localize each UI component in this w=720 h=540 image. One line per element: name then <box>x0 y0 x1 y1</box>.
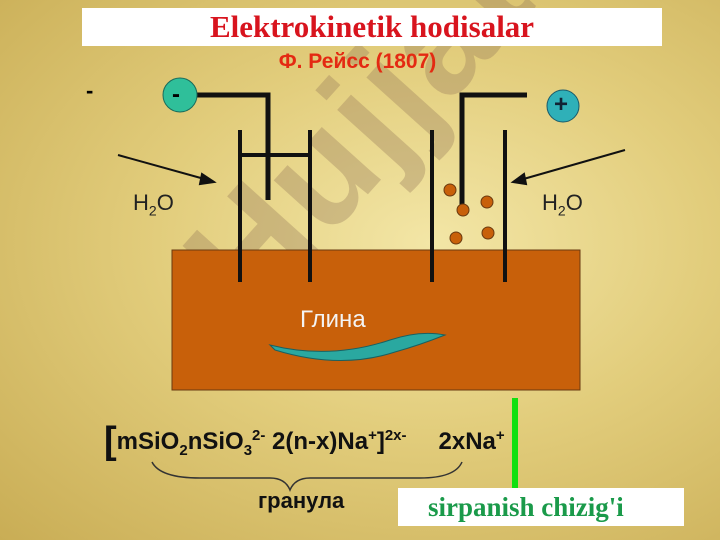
positive-electrode-icon <box>546 89 580 123</box>
title-box: Elektrokinetik hodisalar <box>82 8 662 46</box>
right-tube <box>430 130 507 282</box>
clay-block <box>171 249 581 391</box>
subtitle: Ф. Рейсс (1807) <box>278 50 437 73</box>
clay-label: Глина <box>300 306 366 333</box>
micelle-formula: [mSiO2nSiO32- 2(n-x)Na+]2x-2xNa+ <box>104 420 505 462</box>
flow-arrow-icon <box>268 332 447 361</box>
minus-label: - <box>86 78 94 103</box>
positive-electrode-wire <box>459 92 527 215</box>
water-label-left: H2O <box>133 190 174 219</box>
water-drops <box>443 183 495 245</box>
left-tube <box>238 130 312 282</box>
positive-sign: + <box>554 91 569 118</box>
negative-electrode-icon <box>162 77 198 113</box>
arrows <box>117 149 626 186</box>
granula-label: гранула <box>258 488 345 513</box>
granula-brace <box>151 461 463 492</box>
negative-electrode-wire <box>196 92 271 200</box>
slide-title: Elektrokinetik hodisalar <box>209 9 535 44</box>
negative-sign: - <box>172 81 180 108</box>
slip-line-label-box: sirpanish chizig'i <box>398 488 684 526</box>
slip-line-label: sirpanish chizig'i <box>428 492 624 522</box>
water-label-right: H2O <box>542 190 583 219</box>
